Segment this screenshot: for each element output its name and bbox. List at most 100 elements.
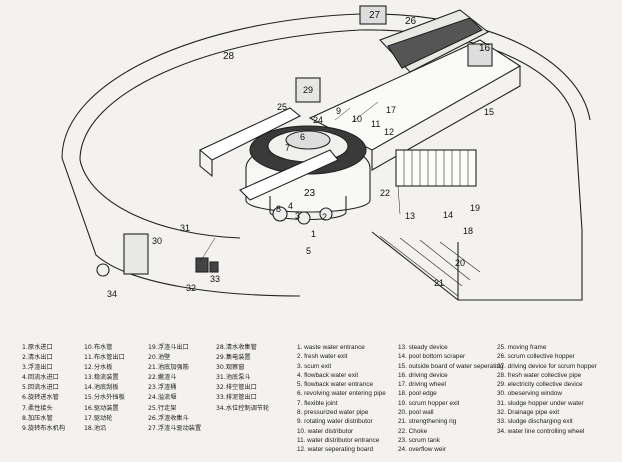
- legend-item: 7.柔性接头: [22, 404, 53, 412]
- legend-item: 16. driving device: [398, 371, 448, 379]
- callout: 21: [434, 278, 444, 288]
- callout: 28: [223, 51, 235, 62]
- legend-item: 7. flexible joint: [297, 399, 338, 407]
- legend-item: 13.稳流装置: [84, 374, 119, 382]
- observing-window: [123, 233, 149, 275]
- legend-item: 22. Choke: [398, 427, 428, 435]
- legend-item: 14.池底刮板: [84, 384, 119, 392]
- callout: 11: [371, 119, 380, 129]
- drain-exit: [195, 257, 209, 273]
- legend-item: 9. rotating water distributor: [297, 418, 373, 426]
- callout: 15: [484, 107, 494, 117]
- legend-item: 34.水位控制调节轮: [216, 404, 270, 412]
- callout: 9: [336, 106, 341, 116]
- legend-item: 25. moving frame: [497, 344, 547, 351]
- callout: 1: [311, 229, 316, 239]
- legend-item: 25.行走架: [148, 404, 177, 412]
- legend-item: 17.驱动轮: [84, 414, 113, 422]
- legend-item: 2.清水出口: [22, 354, 53, 362]
- legend-item: 32.排空管出口: [216, 384, 257, 392]
- distributor-arm: [198, 107, 302, 161]
- legend-item: 8. pressurized water pipe: [297, 409, 369, 417]
- legend-item: 27.浮渣斗驱动装置: [148, 424, 202, 432]
- callout: 25: [277, 102, 287, 112]
- legend-item: 32. Drainage pipe exit: [497, 409, 560, 417]
- callout: 7: [285, 143, 290, 153]
- driving-device: [467, 43, 493, 67]
- callout: 34: [107, 289, 117, 299]
- legend-item: 34. water line controlling wheel: [497, 427, 585, 435]
- legend-item: 11. water distributor entrance: [297, 436, 380, 444]
- legend-item: 29. electricity collective device: [497, 381, 583, 389]
- legend-item: 12. water seperating board: [297, 446, 374, 454]
- legend-item: 26. scrum collective hopper: [497, 353, 575, 361]
- legend-item: 21. strengthening rig: [398, 418, 457, 426]
- callout: 2: [322, 212, 327, 222]
- legend-item: 4. flowback water exit: [297, 371, 359, 379]
- legend-item: 6. revolving water entering pipe: [297, 390, 386, 398]
- legend-item: 15.分水外挡板: [84, 394, 125, 402]
- legend-item: 3. scum exit: [297, 362, 332, 370]
- legend-item: 29.集电装置: [216, 354, 251, 362]
- legend-item: 22.撇渣斗: [148, 374, 177, 382]
- legend-item: 23. scrum tank: [398, 436, 440, 444]
- legend-item: 3.浮渣出口: [22, 364, 53, 372]
- legend-en-col-3: 25. moving frame 26. scrum collective hop…: [497, 343, 597, 436]
- callout: 32: [186, 283, 196, 293]
- callout: 4: [288, 201, 293, 211]
- legend-item: 1. waste water entrance: [297, 344, 365, 351]
- collector-device: [295, 77, 321, 103]
- callout: 22: [380, 188, 390, 198]
- legend-item: 10.布水管: [84, 344, 113, 351]
- callout: 14: [443, 210, 453, 220]
- callout: 6: [300, 132, 305, 142]
- legend-item: 9.旋转布水机构: [22, 424, 66, 432]
- callout: 26: [405, 16, 417, 27]
- legend-item: 28. fresh water collective pipe: [497, 371, 582, 379]
- legend-item: 18. pool edge: [398, 390, 437, 398]
- legend-item: 15. outside board of water seperating: [398, 362, 504, 370]
- tank-wall-front: [371, 230, 583, 301]
- legend-item: 24.溢流堰: [148, 394, 177, 402]
- legend-item: 12.分水板: [84, 364, 113, 372]
- callout: 29: [303, 85, 313, 95]
- legend-item: 21.池底加强筋: [148, 364, 189, 372]
- legend-item: 27. driving device for scrum hopper: [497, 362, 597, 370]
- legend-item: 19.浮渣斗出口: [148, 344, 189, 351]
- callout: 17: [386, 105, 396, 115]
- hopper-drive: [359, 5, 387, 25]
- callout: 12: [384, 127, 394, 137]
- water-line-wheel: [96, 263, 110, 277]
- callout: 16: [479, 43, 491, 54]
- callout: 30: [152, 236, 162, 246]
- legend-item: 20.池壁: [148, 354, 171, 362]
- legend-item: 10. water distributor: [297, 427, 354, 435]
- callout: 31: [180, 223, 190, 233]
- callout: 5: [306, 246, 311, 256]
- legend-item: 13. steady device: [398, 344, 448, 351]
- legend-item: 23.浮渣桶: [148, 384, 177, 392]
- legend-item: 26.浮渣收集斗: [148, 414, 189, 422]
- legend-item: 31.池底泵斗: [216, 374, 251, 382]
- callout: 23: [304, 188, 316, 199]
- callout: 24: [313, 115, 323, 125]
- legend-item: 24. overflow weir: [398, 446, 446, 454]
- callout: 33: [210, 274, 220, 284]
- legend-item: 28.清水收集管: [216, 344, 257, 351]
- legend-item: 20. pool wall: [398, 409, 434, 417]
- legend-item: 33. sludge discharging exit: [497, 418, 573, 426]
- legend-item: 11.布水管出口: [84, 354, 125, 362]
- legend-item: 4.回流水进口: [22, 374, 59, 382]
- callout: 8: [276, 204, 281, 214]
- legend-item: 16.驱动装置: [84, 404, 119, 412]
- legend-cn-col-2: 10.布水管 11.布水管出口 12.分水板 13.稳流装置 14.池底刮板 15.分水外…: [84, 343, 125, 434]
- callout: 18: [463, 226, 473, 236]
- tank-inner-rim: [79, 29, 576, 161]
- callout: 19: [470, 203, 480, 213]
- callout: 20: [455, 258, 465, 268]
- legend-item: 6.旋转进水管: [22, 394, 59, 402]
